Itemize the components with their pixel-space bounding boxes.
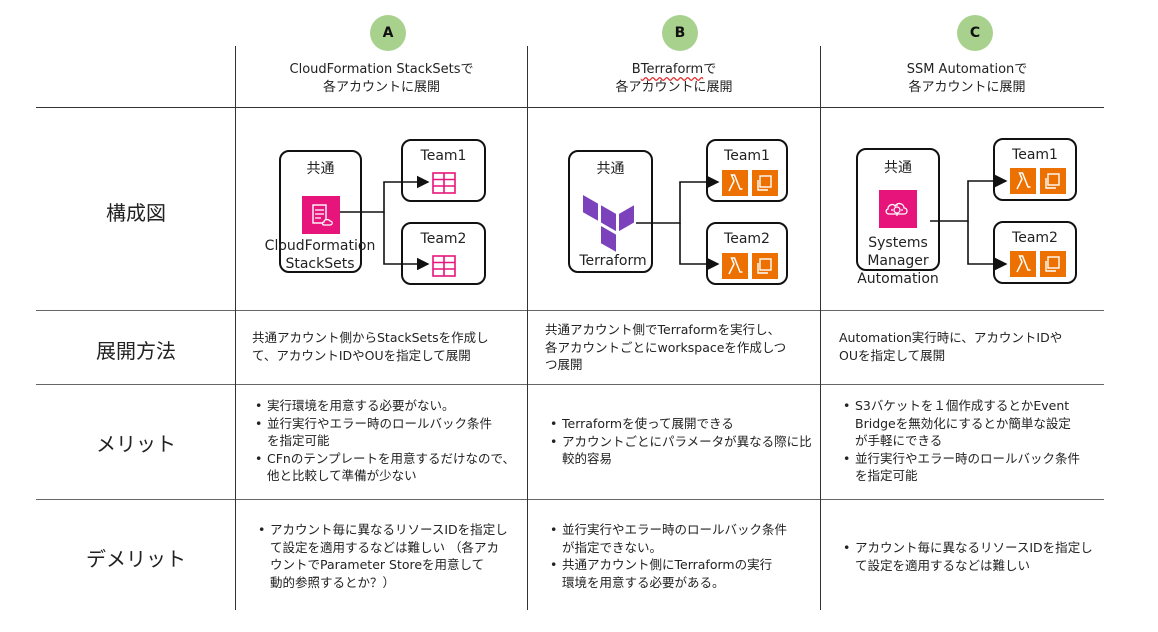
common-label-c: 共通 <box>884 160 912 176</box>
cloudformation-icon <box>302 196 340 234</box>
row-label-diagram: 構成図 <box>106 201 166 225</box>
row-label-method: 展開方法 <box>96 339 176 363</box>
stack-icon <box>432 255 456 281</box>
lambda-icon <box>1010 168 1036 194</box>
header-rule <box>36 107 1104 108</box>
lambda-icon <box>1010 251 1036 277</box>
connector-arrows-c <box>930 174 1008 271</box>
team2-label-b: Team2 <box>724 231 770 247</box>
lambda-icon <box>722 253 748 279</box>
row-label-demerit: デメリット <box>86 547 186 571</box>
badge-c: C <box>957 15 993 51</box>
team2-label-c: Team2 <box>1012 230 1058 246</box>
ec2-icon <box>752 170 778 196</box>
merit-a: 実行環境を用意する必要がない。 並行実行やエラー時のロールバック条件を指定可能 … <box>253 397 525 485</box>
col-divider-1 <box>235 46 236 610</box>
list-item: Terraformを使って展開できる <box>550 415 820 433</box>
common-label-a: 共通 <box>306 161 335 177</box>
diagram-rule <box>36 310 1104 311</box>
connector-arrows-b <box>636 175 720 270</box>
list-item: S3バケットを１個作成するとかEventBridgeを無効化にするとか簡単な設定… <box>843 397 1111 450</box>
merit-c: S3バケットを１個作成するとかEventBridgeを無効化にするとか簡単な設定… <box>841 397 1111 485</box>
row-label-merit: メリット <box>96 432 176 456</box>
ec2-icon <box>752 253 778 279</box>
common-label-b: 共通 <box>596 161 625 177</box>
merit-rule <box>36 499 1104 500</box>
terraform-icon <box>583 195 637 257</box>
list-item: 実行環境を用意する必要がない。 <box>255 397 525 415</box>
systems-manager-icon <box>879 190 917 228</box>
ec2-icon <box>1040 168 1066 194</box>
list-item: CFnのテンプレートを用意するだけなので、他と比較して準備が少ない <box>255 450 525 485</box>
method-c: Automation実行時に、アカウントIDや OUを指定して展開 <box>839 330 1063 363</box>
team1-label-a: Team1 <box>420 148 467 164</box>
method-rule <box>36 384 1104 385</box>
team1-label-b: Team1 <box>724 148 770 164</box>
badge-b: B <box>662 15 698 51</box>
team2-label-a: Team2 <box>420 231 467 247</box>
team1-label-c: Team1 <box>1012 147 1058 163</box>
badge-a: A <box>370 15 406 51</box>
connector-arrows-a <box>340 175 430 270</box>
ec2-icon <box>1040 251 1066 277</box>
method-a: 共通アカウント側からStackSetsを作成し て、アカウントIDやOUを指定し… <box>252 330 489 363</box>
cloudformation-label: CloudFormation StackSets <box>264 238 376 272</box>
col-divider-2 <box>527 46 528 610</box>
stack-icon <box>432 172 456 198</box>
column-heading-a: CloudFormation StackSetsで 各アカウントに展開 <box>289 62 474 95</box>
column-heading-b: BTerraformで 各アカウントに展開 <box>615 62 733 95</box>
col-divider-3 <box>820 46 821 610</box>
method-b: 共通アカウント側でTerraformを実行し、 各アカウントごとにworkspa… <box>545 322 787 372</box>
column-heading-c: SSM Automationで 各アカウントに展開 <box>906 62 1028 95</box>
terraform-label: Terraform <box>579 253 647 269</box>
systems-manager-label: Systems Manager Automation <box>857 235 939 287</box>
lambda-icon <box>722 170 748 196</box>
merit-b: Terraformを使って展開できる アカウントごとにパラメータが異なる際に比較… <box>548 415 820 468</box>
